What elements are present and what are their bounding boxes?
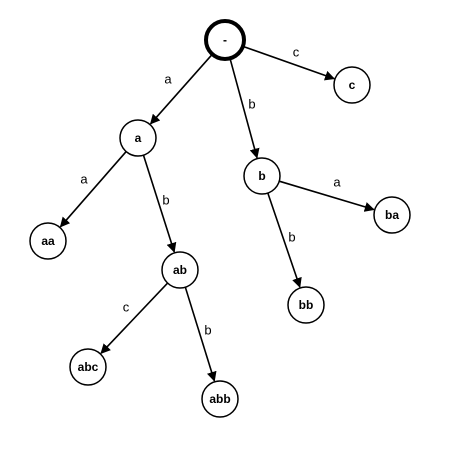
node-abc: abc <box>69 348 107 386</box>
node-aa: aa <box>29 222 67 260</box>
edge-root-b <box>229 58 260 159</box>
node-circle-a <box>119 119 157 157</box>
node-circle-bb <box>287 286 325 324</box>
node-circle-ab <box>161 251 199 289</box>
node-label-b: b <box>258 169 265 183</box>
node-circle-aa <box>29 222 67 260</box>
node-abb: abb <box>201 380 239 418</box>
node-label-root: - <box>223 33 227 47</box>
edge-label-root-a: a <box>164 71 172 86</box>
node-label-ab: ab <box>173 263 187 277</box>
edge-root-c <box>242 45 336 81</box>
edge-label-a-aa: a <box>80 171 88 186</box>
edge-b-ba <box>279 180 375 212</box>
edge-a-aa <box>59 151 127 228</box>
node-circle-abc <box>69 348 107 386</box>
node-label-abc: abc <box>78 360 99 374</box>
node-a: a <box>119 119 157 157</box>
edge-ab-abc <box>100 282 169 354</box>
edge-label-ab-abb: b <box>204 322 211 337</box>
edge-label-root-c: c <box>293 44 300 59</box>
node-bb: bb <box>287 286 325 324</box>
edge-label-a-ab: b <box>162 192 169 207</box>
node-label-a: a <box>135 131 142 145</box>
node-c: c <box>333 66 371 104</box>
node-label-bb: bb <box>299 298 314 312</box>
edge-root-a <box>149 53 213 125</box>
node-label-c: c <box>349 78 356 92</box>
node-circle-abb <box>201 380 239 418</box>
edge-label-root-b: b <box>248 96 255 111</box>
node-ba: ba <box>373 196 411 234</box>
node-ab: ab <box>161 251 199 289</box>
edge-a-ab <box>142 154 177 253</box>
edge-b-bb <box>267 192 302 288</box>
edge-ab-abb <box>184 286 217 382</box>
node-label-ba: ba <box>385 208 399 222</box>
edge-label-ab-abc: c <box>123 299 130 314</box>
node-b: b <box>243 157 281 195</box>
node-root: - <box>204 19 246 61</box>
node-circle-root <box>204 19 246 61</box>
node-circle-ba <box>373 196 411 234</box>
edge-label-b-bb: b <box>288 229 295 244</box>
node-circle-b <box>243 157 281 195</box>
node-label-abb: abb <box>209 392 230 406</box>
node-circle-c <box>333 66 371 104</box>
node-label-aa: aa <box>41 234 55 248</box>
edge-label-b-ba: a <box>333 174 341 189</box>
